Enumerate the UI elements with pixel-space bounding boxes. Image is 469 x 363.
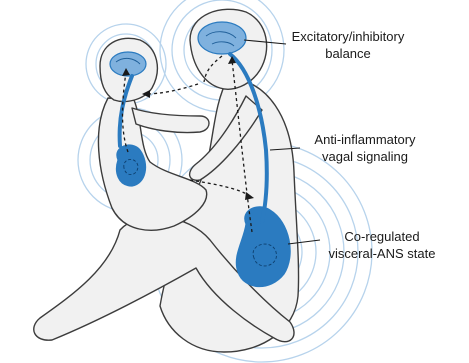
label-vagal-line1: Anti-inflammatory: [296, 131, 434, 148]
infant-gut: [117, 145, 146, 186]
label-ans-line2: visceral-ANS state: [302, 245, 462, 262]
infant-arm: [132, 108, 209, 133]
label-anti-inflammatory-vagal-signaling: Anti-inflammatory vagal signaling: [296, 131, 434, 165]
mother-brain: [198, 22, 246, 54]
label-excitatory-inhibitory-balance: Excitatory/inhibitory balance: [282, 28, 414, 62]
label-co-regulated-visceral-ans-state: Co-regulated visceral-ANS state: [302, 228, 462, 262]
label-ans-line1: Co-regulated: [302, 228, 462, 245]
label-balance-line2: balance: [282, 45, 414, 62]
label-vagal-line2: vagal signaling: [296, 148, 434, 165]
label-balance-line1: Excitatory/inhibitory: [282, 28, 414, 45]
